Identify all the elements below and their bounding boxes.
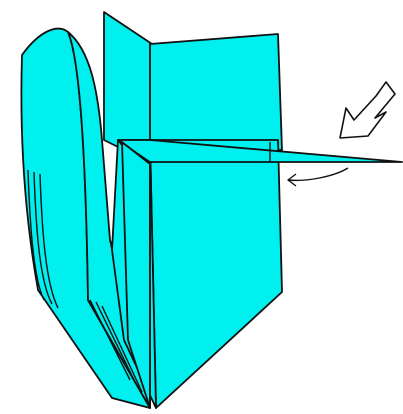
hollow-arrow-icon <box>340 82 395 138</box>
front-right-panel <box>150 140 282 408</box>
curved-fold-arrow-icon <box>288 168 348 186</box>
tall-back-flap <box>104 12 152 150</box>
back-panel <box>150 34 282 150</box>
